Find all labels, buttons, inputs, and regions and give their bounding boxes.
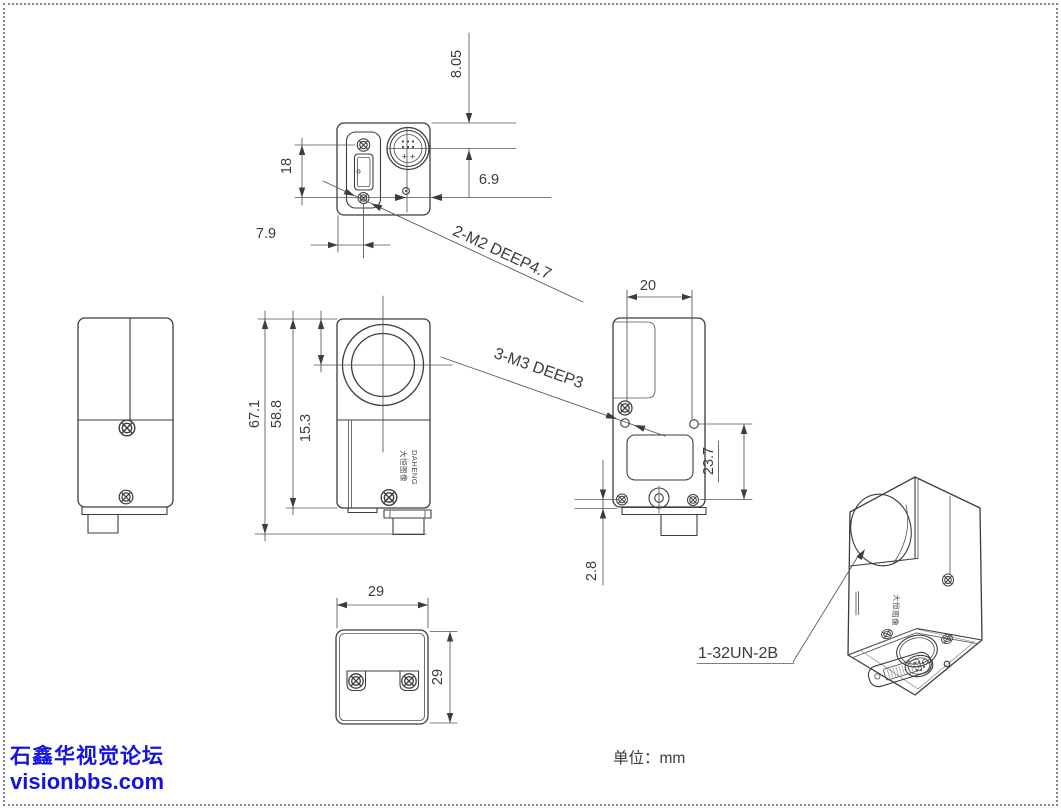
- side-view: [77, 317, 174, 534]
- screw-icon: [356, 138, 371, 152]
- tripod-block: [660, 513, 698, 537]
- top-view: 18 7.9 8.05 6.9 2-M2 DEEP4.7: [256, 32, 584, 303]
- dim-29-width: 29: [368, 584, 384, 600]
- tripod-flange: [383, 509, 432, 519]
- note-2m2: 2-M2 DEEP4.7: [450, 223, 554, 284]
- lens-opening: [850, 493, 912, 567]
- dim-15.3: 15.3: [298, 414, 314, 442]
- watermark-site-link[interactable]: visionbbs.com: [10, 769, 165, 795]
- back-view: 20 23.7 2.8: [574, 278, 753, 586]
- dim-58.8: 58.8: [269, 400, 285, 428]
- dim-2.8: 2.8: [584, 561, 600, 581]
- indicator-hole: [402, 187, 410, 195]
- tripod-flange: [621, 506, 707, 516]
- dim-8.05: 8.05: [449, 50, 465, 78]
- tripod-block: [87, 513, 119, 534]
- dim-23.7: 23.7: [701, 447, 717, 475]
- brand-logo: 大恒图像: [890, 594, 902, 626]
- brand-logo-en: DAHENG: [410, 450, 419, 485]
- watermark: 石鑫华视觉论坛 visionbbs.com: [10, 744, 164, 796]
- screw-icon: [617, 400, 633, 416]
- dim-67.1: 67.1: [247, 400, 263, 428]
- dim-18: 18: [279, 158, 295, 174]
- screw-icon: [401, 673, 417, 689]
- note-1-32un: 1-32UN-2B: [698, 645, 778, 662]
- bottom-view: 29 29: [335, 584, 458, 725]
- dim-20: 20: [640, 278, 656, 294]
- usb-port: [353, 153, 374, 191]
- mount-hole: [689, 419, 699, 429]
- front-view: 大恒图像 DAHENG 67.1 58.8 15.3 3: [247, 295, 666, 542]
- brand-logo: 大恒图像: [399, 450, 409, 482]
- screw-icon: [941, 573, 955, 587]
- isometric-view: 大恒图像: [696, 476, 983, 696]
- mount-hole: [620, 418, 630, 428]
- screw-icon: [118, 489, 134, 505]
- dim-29-depth: 29: [430, 669, 446, 685]
- tripod-flange: [81, 506, 168, 516]
- screw-icon: [348, 673, 364, 689]
- usb-recess: [345, 131, 382, 209]
- screw-icon: [118, 419, 136, 437]
- iso-usb-recess: [867, 651, 932, 688]
- unit-label: 单位：mm: [613, 749, 685, 767]
- tripod-block: [392, 517, 425, 536]
- screw-icon: [687, 494, 699, 506]
- note-3m3: 3-M3 DEEP3: [492, 345, 586, 392]
- dim-6.9: 6.9: [479, 172, 499, 188]
- screw-icon: [380, 488, 398, 507]
- mount-hole: [943, 660, 951, 668]
- dim-7.9: 7.9: [256, 226, 276, 242]
- watermark-forum-name: 石鑫华视觉论坛: [10, 745, 164, 768]
- label-area: [626, 434, 694, 481]
